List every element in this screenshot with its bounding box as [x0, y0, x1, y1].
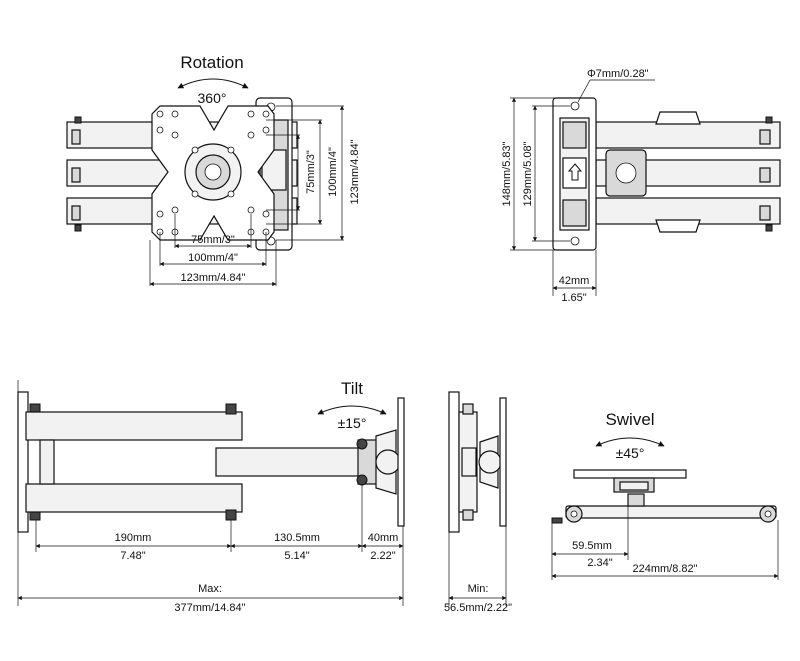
- side-folded-dimension: Min: 56.5mm/2.22": [444, 526, 512, 614]
- wallplate-hole-callout: Φ7mm/0.28": [577, 68, 655, 103]
- side-second-arm: [215, 397, 405, 527]
- side-max-value: 377mm/14.84": [174, 602, 245, 614]
- wallplate-hole-diameter: Φ7mm/0.28": [587, 68, 649, 80]
- rotation-arrow: [177, 78, 249, 89]
- swivel-arrow: [595, 437, 665, 447]
- swivel-value: ±45°: [616, 445, 645, 461]
- swivel-indicator: Swivel ±45°: [595, 410, 665, 461]
- side-max-label: Max:: [198, 583, 222, 595]
- front-view: Rotation 360° 75mm/3" 100mm/4" 123mm/4.8…: [66, 53, 361, 287]
- top-dim-a-mm: 59.5mm: [572, 540, 612, 552]
- swivel-title: Swivel: [605, 410, 654, 429]
- top-dim-b: 224mm/8.82": [632, 563, 697, 575]
- wallplate-height-dimensions: 148mm/5.83" 129mm/5.08": [501, 97, 570, 251]
- side-folded-view: Min: 56.5mm/2.22": [444, 391, 512, 614]
- side-extended-view: Tilt ±15° 190mm 7.48" 130.5mm 5.14" 40mm…: [17, 379, 405, 614]
- wall-plate: [552, 97, 597, 251]
- side-seg2-in: 5.14": [284, 550, 309, 562]
- front-dim-w-75: 75mm/3": [191, 234, 235, 246]
- rotation-title: Rotation: [180, 53, 243, 72]
- front-dim-w-123: 123mm/4.84": [180, 272, 245, 284]
- side-extended-dimensions: 190mm 7.48" 130.5mm 5.14" 40mm 2.22" Max…: [17, 380, 404, 614]
- folded-min-label: Min:: [468, 583, 489, 595]
- wallplate-view: Φ7mm/0.28" 148mm/5.83" 129mm/5.08" 42mm …: [501, 68, 781, 304]
- tilt-title: Tilt: [341, 379, 363, 398]
- tilt-arrow: [317, 405, 387, 415]
- side-seg2-mm: 130.5mm: [274, 532, 320, 544]
- wallplate-dim-h-129: 129mm/5.08": [522, 141, 534, 206]
- wallplate-dim-w-42: 42mm: [559, 275, 590, 287]
- front-dim-h-75: 75mm/3": [305, 150, 317, 194]
- front-dim-h-100: 100mm/4": [327, 147, 339, 197]
- front-height-dimensions: 75mm/3" 100mm/4" 123mm/4.84": [266, 105, 361, 241]
- front-dim-w-100: 100mm/4": [188, 252, 238, 264]
- folded-min-value: 56.5mm/2.22": [444, 602, 512, 614]
- side-seg1-in: 7.48": [120, 550, 145, 562]
- top-view-dimensions: 59.5mm 2.34" 224mm/8.82": [551, 506, 779, 580]
- side-seg3-mm: 40mm: [368, 532, 399, 544]
- wallplate-dim-w-165: 1.65": [561, 292, 586, 304]
- side-first-arm: [25, 403, 243, 521]
- vesa-plate: [151, 105, 275, 241]
- wallplate-width-dimension: 42mm 1.65": [552, 250, 597, 304]
- top-vesa-plate: [573, 469, 687, 493]
- top-arm: [551, 493, 777, 524]
- top-view: Swivel ±45° 59.5mm 2.34" 224mm/8.8: [551, 410, 779, 580]
- tilt-value: ±15°: [338, 415, 367, 431]
- side-seg1-mm: 190mm: [115, 532, 152, 544]
- front-width-dimensions: 75mm/3" 100mm/4" 123mm/4.84": [149, 214, 277, 287]
- front-dim-h-123: 123mm/4.84": [349, 139, 361, 204]
- tilt-indicator: Tilt ±15°: [317, 379, 387, 431]
- top-dim-a-in: 2.34": [587, 557, 612, 569]
- wallplate-dim-h-148: 148mm/5.83": [501, 141, 513, 206]
- rotation-value: 360°: [198, 90, 227, 106]
- wallplate-arm-bars: [595, 111, 781, 233]
- side-seg3-in: 2.22": [370, 550, 395, 562]
